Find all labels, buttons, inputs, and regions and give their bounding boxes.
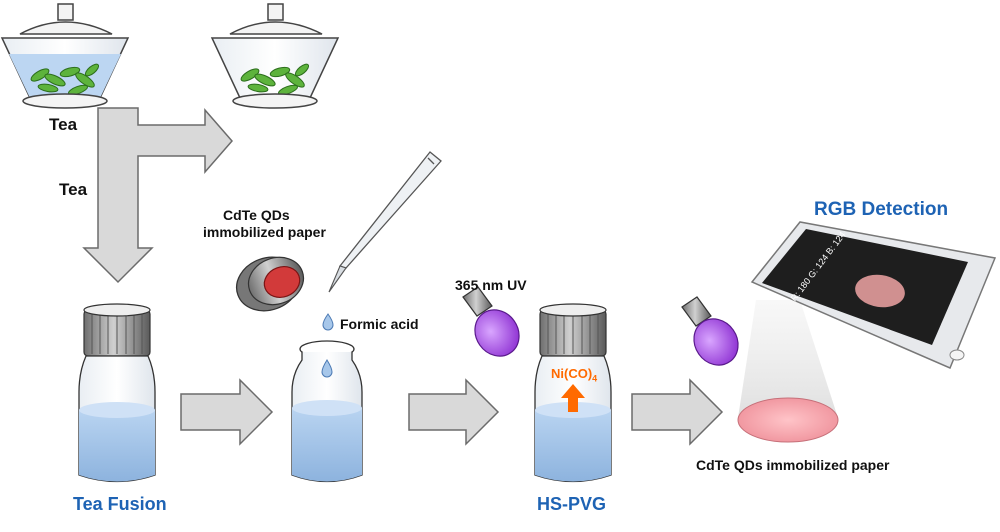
ni-co4-subscript: 4 xyxy=(592,373,598,384)
up-arrow-icon xyxy=(561,384,585,412)
tea-cup-icon xyxy=(0,3,130,109)
cdte-paper-label-2: immobilized paper xyxy=(203,224,326,240)
tea-label-side: Tea xyxy=(59,180,88,199)
rgb-detection-title: RGB Detection xyxy=(814,199,949,220)
vial-tea-fusion-icon xyxy=(78,303,156,483)
flow-arrow-1 xyxy=(180,378,274,446)
ni-co4-label: Ni(CO)4 xyxy=(551,366,597,384)
tea-fusion-label: Tea Fusion xyxy=(73,494,167,514)
hs-pvg-label: HS-PVG xyxy=(537,494,607,514)
cdte-paper-label-1: CdTe QDs xyxy=(223,207,290,223)
vial-open-icon xyxy=(291,340,363,483)
uv-lamp-icon xyxy=(681,296,739,366)
pipette-icon xyxy=(322,151,442,331)
flow-arrow-l-shape xyxy=(82,107,233,284)
vial-hs-pvg-icon xyxy=(534,303,612,483)
ni-co4-main: Ni(CO) xyxy=(551,366,593,381)
uv-label: 365 nm UV xyxy=(455,277,527,293)
uv-lamp-icon xyxy=(462,286,520,357)
smartphone-icon: R: 180 G: 124 B: 124 xyxy=(750,221,997,369)
flow-arrow-2 xyxy=(408,378,500,446)
light-beam xyxy=(738,300,838,418)
formic-acid-label: Formic acid xyxy=(340,316,419,332)
pink-paper-icon xyxy=(737,397,839,443)
tea-label-top: Tea xyxy=(49,115,78,134)
qd-paper-holder-icon xyxy=(235,256,305,312)
cdte-paper-bottom-label: CdTe QDs immobilized paper xyxy=(696,457,890,473)
tea-cup-icon xyxy=(210,3,340,109)
flow-arrow-3 xyxy=(631,378,724,446)
